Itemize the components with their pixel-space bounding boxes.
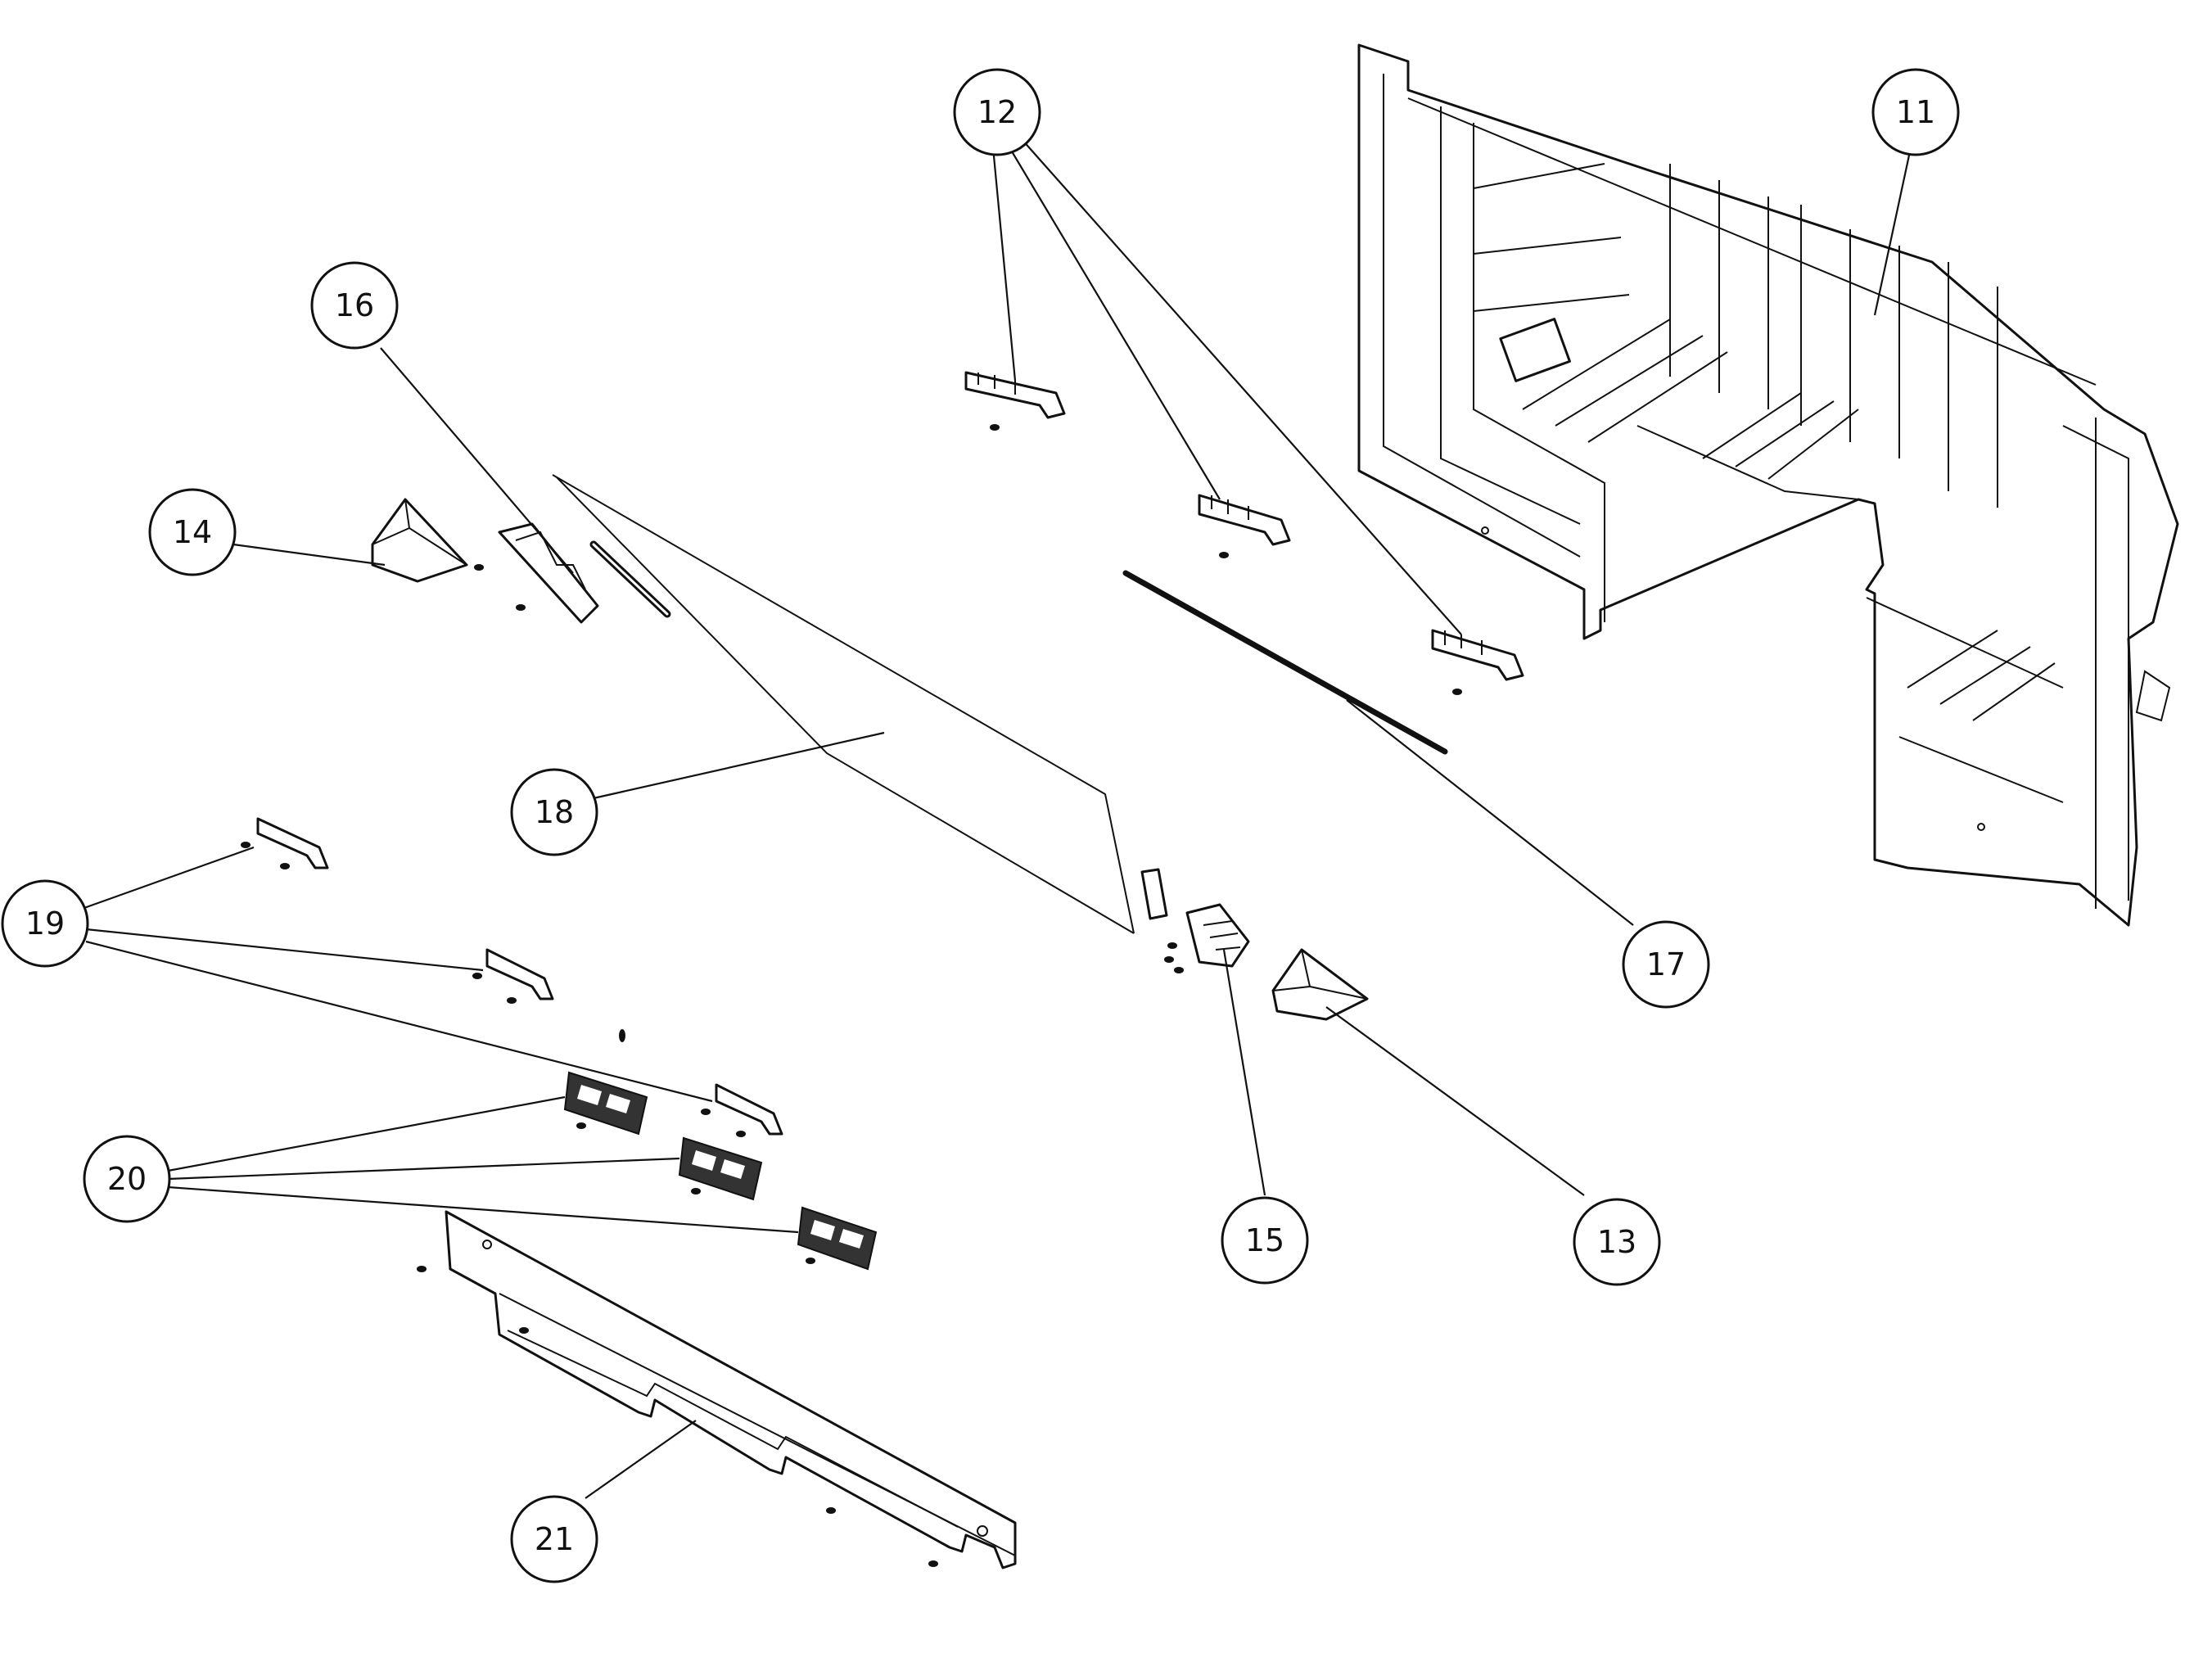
part-12-bracket-c bbox=[1431, 629, 1524, 695]
part-18-glass-panel bbox=[552, 474, 1135, 934]
leader-20-c bbox=[167, 1185, 799, 1234]
leader-12-a bbox=[991, 147, 1017, 382]
part-17-seal-strip bbox=[1122, 570, 1448, 755]
part-11-cabinet-frame bbox=[1357, 43, 2179, 927]
callout-11: 11 bbox=[1871, 68, 1960, 156]
callout-15: 15 bbox=[1221, 1196, 1309, 1285]
leader-19-b bbox=[85, 928, 484, 972]
part-21-rail bbox=[417, 1210, 1017, 1569]
part-20-bracket-b bbox=[678, 1136, 763, 1201]
callout-20-label: 20 bbox=[107, 1161, 147, 1197]
leader-20-a bbox=[167, 1095, 566, 1172]
part-14-corner-bracket bbox=[371, 498, 468, 583]
part-19-clip-c bbox=[701, 1083, 783, 1137]
callout-14: 14 bbox=[148, 488, 237, 576]
callout-19-label: 19 bbox=[25, 905, 65, 942]
callout-13: 13 bbox=[1573, 1198, 1661, 1286]
leader-19-a bbox=[81, 846, 255, 910]
part-15-block bbox=[1140, 868, 1250, 973]
leader-14 bbox=[232, 543, 386, 567]
callout-11-label: 11 bbox=[1896, 94, 1935, 130]
leader-13 bbox=[1325, 1006, 1585, 1196]
part-19-clip-a bbox=[241, 817, 329, 869]
part-20-bracket-c bbox=[797, 1206, 878, 1271]
leader-20-b bbox=[167, 1157, 680, 1181]
leader-19-c bbox=[85, 940, 713, 1103]
part-12-bracket-a bbox=[964, 371, 1066, 431]
callout-19: 19 bbox=[1, 879, 89, 968]
callout-16: 16 bbox=[310, 261, 399, 350]
callout-14-label: 14 bbox=[173, 514, 212, 550]
callout-21: 21 bbox=[510, 1495, 598, 1583]
part-16-side-bracket bbox=[474, 522, 671, 624]
callout-17-label: 17 bbox=[1646, 946, 1686, 982]
leader-17 bbox=[1346, 699, 1634, 926]
part-12-bracket-b bbox=[1198, 494, 1291, 558]
callout-18: 18 bbox=[510, 768, 598, 856]
part-13-corner-bracket bbox=[1271, 948, 1369, 1021]
leader-12-c bbox=[1021, 138, 1462, 635]
part-20-bracket-a bbox=[563, 1071, 648, 1136]
leader-11 bbox=[1873, 151, 1912, 316]
callout-12-label: 12 bbox=[977, 94, 1017, 130]
leader-12-b bbox=[1006, 142, 1221, 500]
loose-screw bbox=[619, 1029, 625, 1042]
leader-15 bbox=[1222, 949, 1266, 1196]
callout-18-label: 18 bbox=[535, 794, 574, 830]
callout-21-label: 21 bbox=[535, 1521, 574, 1557]
callout-13-label: 13 bbox=[1597, 1224, 1636, 1260]
callout-16-label: 16 bbox=[335, 287, 374, 323]
callout-15-label: 15 bbox=[1245, 1222, 1284, 1258]
callout-20: 20 bbox=[83, 1135, 171, 1223]
callout-12: 12 bbox=[953, 68, 1041, 156]
part-19-clip-b bbox=[472, 948, 554, 1004]
callout-17: 17 bbox=[1622, 920, 1710, 1009]
leader-21 bbox=[585, 1420, 697, 1499]
leader-16 bbox=[380, 347, 574, 574]
leader-18 bbox=[593, 731, 885, 800]
leader-lines bbox=[81, 138, 1912, 1499]
